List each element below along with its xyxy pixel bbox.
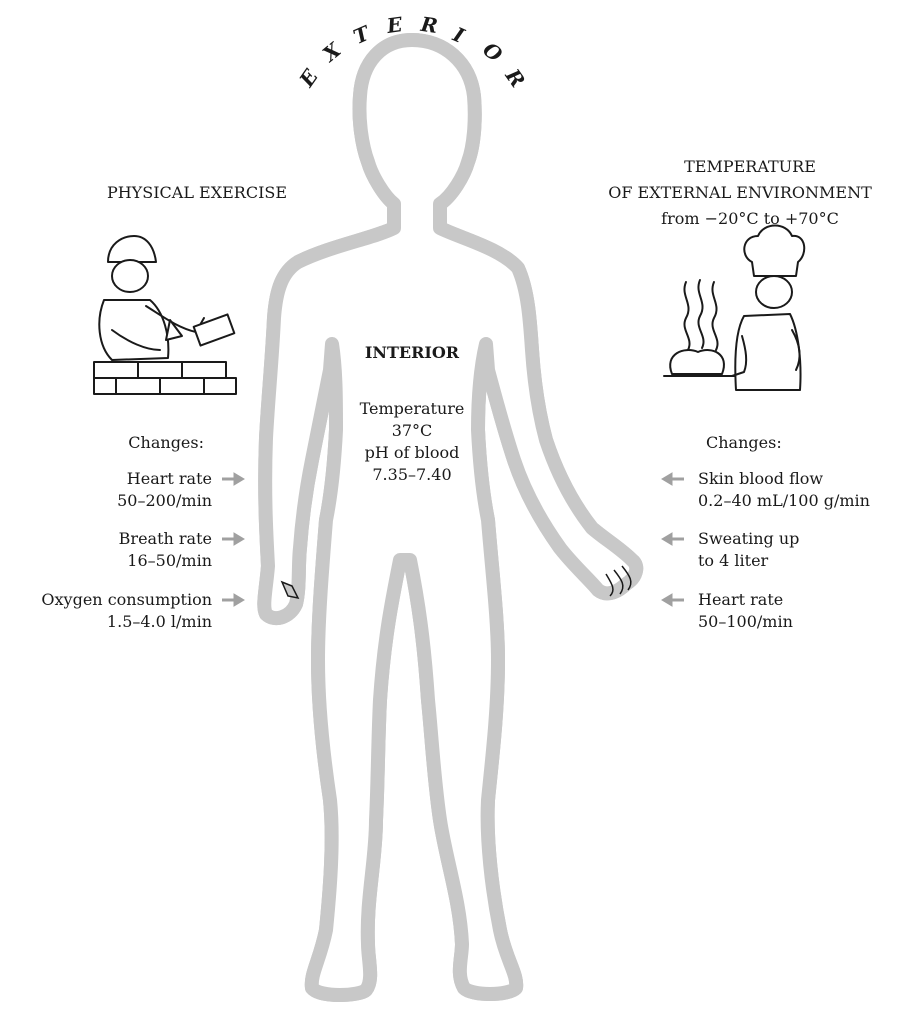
right-changes-label: Changes: [706, 432, 886, 454]
arrow-left-icon [662, 533, 684, 545]
interior-ph-value: 7.35–7.40 [332, 464, 492, 486]
exterior-letter: E [385, 12, 403, 38]
temperature-title-line3: from −20°C to +70°C [600, 208, 900, 230]
bread-loaf-icon [670, 350, 724, 374]
left-item-oxygen-name: Oxygen consumption [0, 589, 212, 611]
helmet-icon [108, 236, 156, 262]
interior-ph-label: pH of blood [332, 442, 492, 464]
temperature-title-line1: TEMPERATURE [600, 156, 900, 178]
worker-torso [99, 300, 168, 360]
right-arrows [662, 473, 684, 606]
right-item-sweating-value: to 4 liter [698, 550, 898, 572]
interior-temperature-value: 37°C [332, 420, 492, 442]
brick-wall [94, 362, 236, 394]
right-item-sweating-name: Sweating up [698, 528, 898, 550]
physical-exercise-title: PHYSICAL EXERCISE [72, 182, 322, 204]
chef-hat-icon [744, 226, 804, 277]
left-changes-label: Changes: [20, 432, 204, 454]
held-brick [194, 314, 235, 345]
bricklayer-illustration [94, 236, 236, 394]
temperature-title-line2: OF EXTERNAL ENVIRONMENT [580, 182, 900, 204]
right-item-skin-blood-flow-value: 0.2–40 mL/100 g/min [698, 490, 898, 512]
left-item-breath-rate-value: 16–50/min [0, 550, 212, 572]
arrow-right-icon [222, 594, 244, 606]
arrow-left-icon [662, 473, 684, 485]
arrow-right-icon [222, 533, 244, 545]
left-arrows [222, 473, 244, 606]
arrow-right-icon [222, 473, 244, 485]
left-item-heart-rate-value: 50–200/min [0, 490, 212, 512]
right-item-heart-rate-value: 50–100/min [698, 611, 898, 633]
interior-temperature-label: Temperature [332, 398, 492, 420]
worker-head [112, 260, 148, 292]
exterior-letter: R [420, 12, 440, 38]
steam-icon [684, 280, 717, 350]
chef-head [756, 276, 792, 308]
chef-illustration [664, 226, 804, 391]
right-item-skin-blood-flow-name: Skin blood flow [698, 468, 898, 490]
left-item-breath-rate-name: Breath rate [0, 528, 212, 550]
left-item-oxygen-value: 1.5–4.0 l/min [0, 611, 212, 633]
right-item-heart-rate-name: Heart rate [698, 589, 898, 611]
interior-title: INTERIOR [332, 342, 492, 364]
arrow-left-icon [662, 594, 684, 606]
left-item-heart-rate-name: Heart rate [0, 468, 212, 490]
